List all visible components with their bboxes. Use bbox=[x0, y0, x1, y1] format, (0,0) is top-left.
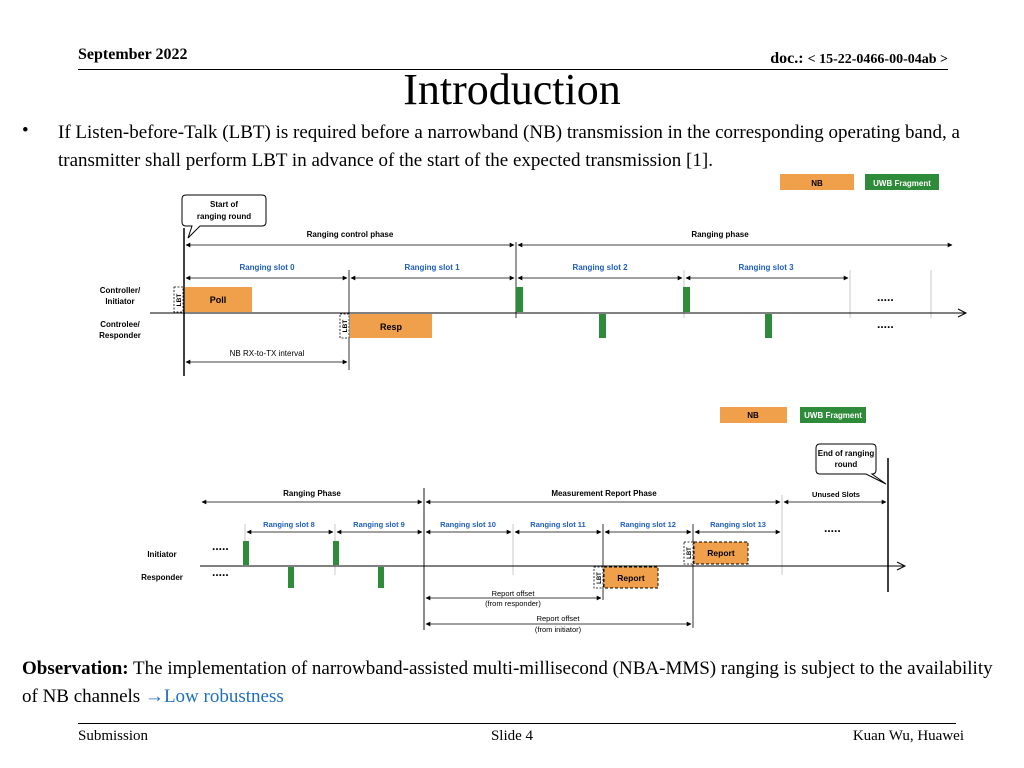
report-label-initiator: Report bbox=[707, 548, 735, 558]
continuation-dots: ..... bbox=[212, 565, 229, 579]
slot13-label: Ranging slot 13 bbox=[710, 520, 766, 529]
lbt-label-initiator: LBT bbox=[687, 547, 693, 559]
bullet-marker: • bbox=[22, 120, 29, 141]
row-initiator-label: Initiator bbox=[147, 550, 176, 559]
lbt-box-initiator bbox=[173, 286, 184, 313]
slot2-label: Ranging slot 2 bbox=[572, 263, 628, 272]
start-callout-line1: Start of bbox=[210, 200, 238, 209]
end-callout bbox=[815, 443, 887, 485]
uwb-fragment-initiator bbox=[516, 287, 523, 312]
legend-nb-swatch bbox=[720, 407, 787, 423]
uwb-fragment-initiator bbox=[683, 287, 690, 312]
row-controlee-line2: Responder bbox=[99, 331, 141, 340]
report-frame-initiator bbox=[693, 541, 749, 565]
timeline-arrowhead bbox=[957, 308, 968, 318]
continuation-dots: ..... bbox=[824, 521, 841, 535]
slot9-label: Ranging slot 9 bbox=[353, 520, 405, 529]
offset-initiator-line2: (from initiator) bbox=[535, 625, 582, 634]
offset-initiator-line1: Report offset bbox=[537, 614, 581, 623]
doc-label: doc.: bbox=[770, 50, 804, 67]
interval-label: NB RX-to-TX interval bbox=[230, 349, 305, 358]
phase-unused-label: Unused Slots bbox=[812, 490, 860, 499]
uwb-fragment-responder bbox=[288, 567, 294, 588]
lbt-box-responder bbox=[593, 566, 604, 589]
end-callout-line1: End of ranging bbox=[818, 449, 875, 458]
continuation-dots: ..... bbox=[877, 317, 894, 331]
lbt-box-initiator bbox=[683, 541, 694, 565]
slot11-label: Ranging slot 11 bbox=[530, 520, 585, 529]
report-label-responder: Report bbox=[617, 573, 645, 583]
resp-label: Resp bbox=[380, 322, 403, 332]
row-controlee-line1: Controlee/ bbox=[100, 320, 140, 329]
legend-uwb-swatch bbox=[865, 174, 939, 190]
phase-ranging-label: Ranging phase bbox=[691, 230, 749, 239]
bullet-text: If Listen-before-Talk (LBT) is required … bbox=[58, 122, 960, 171]
slide-title: Introduction bbox=[403, 65, 621, 114]
continuation-dots: ..... bbox=[212, 539, 229, 553]
slot12-label: Ranging slot 12 bbox=[620, 520, 676, 529]
slot10-label: Ranging slot 10 bbox=[440, 520, 496, 529]
header-doc: doc.: < 15-22-0466-00-04ab > bbox=[770, 50, 948, 68]
lbt-label-responder: LBT bbox=[342, 320, 349, 333]
header-date: September 2022 bbox=[78, 46, 188, 63]
end-callout-line2: round bbox=[835, 460, 858, 469]
lbt-box-responder bbox=[339, 313, 350, 339]
continuation-dots: ..... bbox=[877, 290, 894, 304]
poll-label: Poll bbox=[210, 295, 227, 305]
lbt-label-responder: LBT bbox=[597, 572, 603, 584]
legend-uwb-label: UWB Fragment bbox=[804, 411, 862, 420]
doc-number: < 15-22-0466-00-04ab > bbox=[807, 52, 948, 67]
phase-control-label: Ranging control phase bbox=[307, 230, 394, 239]
row-controller-line1: Controller/ bbox=[100, 286, 141, 295]
uwb-fragment-responder bbox=[765, 314, 772, 338]
uwb-fragment-initiator bbox=[243, 541, 249, 565]
slot0-label: Ranging slot 0 bbox=[239, 263, 295, 272]
phase-ranging-label: Ranging Phase bbox=[283, 489, 341, 498]
phase-report-label: Measurement Report Phase bbox=[551, 489, 657, 498]
report-frame-responder bbox=[603, 566, 659, 589]
row-responder-label: Responder bbox=[141, 573, 183, 582]
observation-conclusion: Low robustness bbox=[163, 686, 284, 707]
legend-nb-label: NB bbox=[747, 411, 759, 420]
poll-frame bbox=[185, 287, 252, 312]
uwb-fragment-initiator bbox=[333, 541, 339, 565]
slot1-label: Ranging slot 1 bbox=[404, 263, 460, 272]
resp-frame bbox=[350, 314, 432, 338]
observation: Observation: The implementation of narro… bbox=[22, 655, 1002, 711]
offset-responder-line1: Report offset bbox=[492, 589, 536, 598]
start-callout-line2: ranging round bbox=[197, 212, 251, 221]
observation-label: Observation: bbox=[22, 658, 129, 679]
observation-text: The implementation of narrowband-assiste… bbox=[22, 658, 993, 707]
legend-nb-swatch bbox=[780, 174, 854, 190]
footer-left: Submission bbox=[78, 728, 149, 744]
header-rule bbox=[78, 69, 948, 70]
lbt-label-initiator: LBT bbox=[176, 294, 183, 307]
footer-rule bbox=[78, 723, 956, 724]
uwb-fragment-responder bbox=[599, 314, 606, 338]
footer-right: Kuan Wu, Huawei bbox=[852, 728, 964, 744]
row-controller-line2: Initiator bbox=[105, 297, 134, 306]
legend-uwb-swatch bbox=[800, 407, 866, 423]
slot8-label: Ranging slot 8 bbox=[263, 520, 315, 529]
legend-uwb-label: UWB Fragment bbox=[873, 179, 931, 188]
offset-responder-line2: (from responder) bbox=[485, 599, 541, 608]
uwb-fragment-responder bbox=[378, 567, 384, 588]
start-callout bbox=[181, 194, 267, 239]
slot3-label: Ranging slot 3 bbox=[738, 263, 794, 272]
timeline-arrowhead bbox=[896, 561, 907, 571]
legend-nb-label: NB bbox=[811, 179, 823, 188]
footer-slide-number: Slide 4 bbox=[490, 728, 534, 744]
right-arrow-icon: → bbox=[144, 686, 164, 707]
